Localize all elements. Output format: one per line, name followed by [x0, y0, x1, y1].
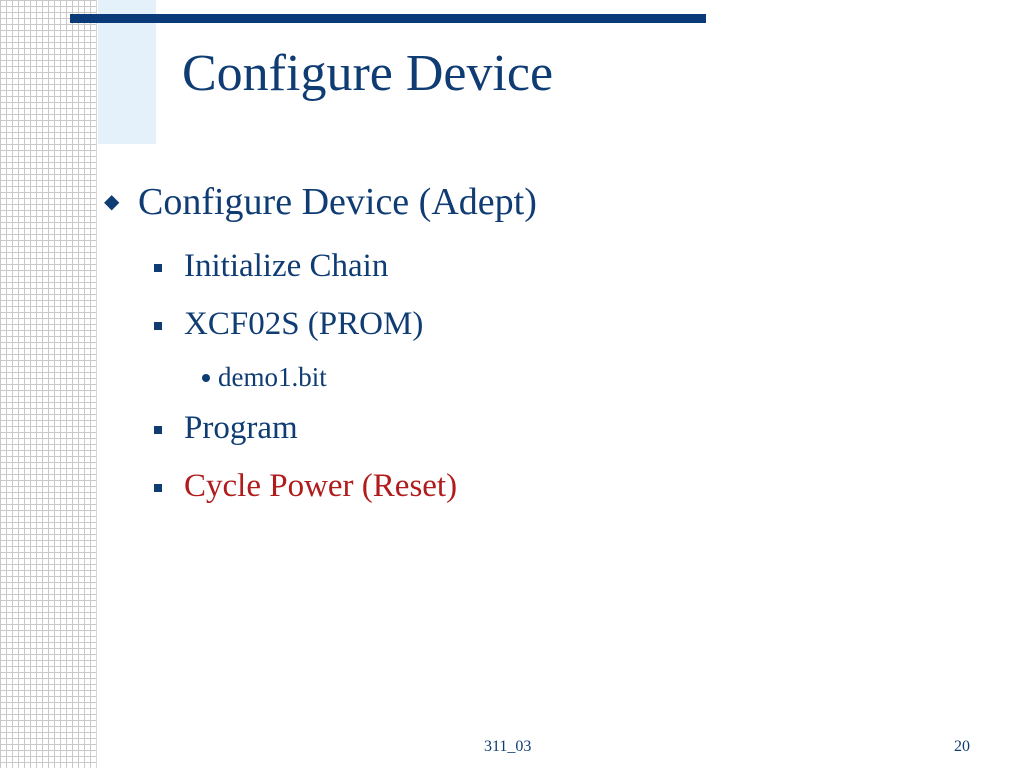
- bullet-item-initialize-chain: Initialize Chain: [154, 248, 388, 285]
- bullet-text: Initialize Chain: [184, 248, 389, 284]
- grid-pattern-strip: [0, 0, 97, 768]
- page-number: 20: [954, 738, 970, 755]
- bullet-text: Program: [184, 410, 298, 446]
- square-bullet-icon: [154, 264, 162, 272]
- footer-label: 311_03: [484, 738, 532, 755]
- square-bullet-icon: [154, 322, 162, 330]
- bullet-item-demo1-bit: demo1.bit: [202, 362, 327, 393]
- bullet-text: demo1.bit: [218, 362, 327, 392]
- bullet-item-cycle-power-reset: Cycle Power (Reset): [154, 468, 457, 505]
- bullet-text: Cycle Power (Reset): [184, 468, 458, 504]
- bullet-text: Configure Device (Adept): [138, 181, 537, 223]
- bullet-item-xcf02s-prom: XCF02S (PROM): [154, 306, 423, 343]
- accent-block: [98, 0, 156, 144]
- square-bullet-icon: [154, 426, 162, 434]
- bullet-item-configure-device-adept: ◆ Configure Device (Adept): [104, 180, 537, 224]
- square-bullet-icon: [154, 484, 162, 492]
- title-bar: [70, 14, 706, 23]
- diamond-bullet-icon: ◆: [104, 191, 120, 213]
- slide-title: Configure Device: [182, 45, 554, 102]
- bullet-item-program: Program: [154, 410, 298, 447]
- bullet-text: XCF02S (PROM): [184, 306, 424, 342]
- round-bullet-icon: [202, 374, 210, 382]
